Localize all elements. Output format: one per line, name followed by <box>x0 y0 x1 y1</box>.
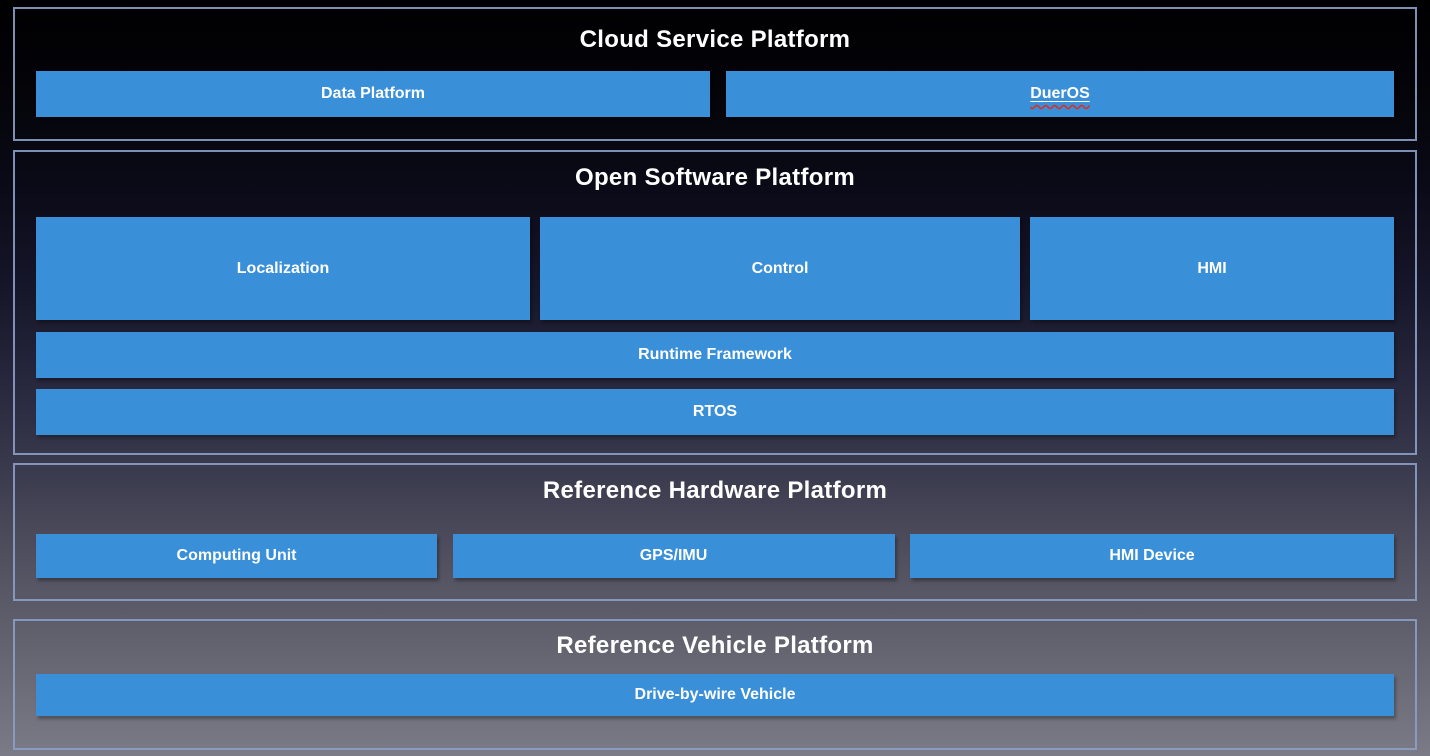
box-hmi-label: HMI <box>1197 259 1227 277</box>
box-localization: Localization <box>36 217 530 320</box>
box-data-platform: Data Platform <box>36 71 710 117</box>
box-control-label: Control <box>751 259 809 277</box>
box-hmi: HMI <box>1030 217 1394 320</box>
box-computing-unit-label: Computing Unit <box>176 547 297 564</box>
section-cloud-service-platform: Cloud Service Platform Data Platform Due… <box>13 7 1417 141</box>
box-hmi-device: HMI Device <box>910 534 1394 578</box>
box-data-platform-label: Data Platform <box>320 85 426 102</box>
box-hmi-device-label: HMI Device <box>1109 547 1195 564</box>
section-reference-vehicle-platform: Reference Vehicle Platform Drive-by-wire… <box>13 619 1417 750</box>
box-drive-by-wire-vehicle-label: Drive-by-wire Vehicle <box>634 686 796 703</box>
section-open-software-platform: Open Software Platform Localization Cont… <box>13 150 1417 455</box>
box-runtime-framework-label: Runtime Framework <box>638 346 792 363</box>
section-reference-hardware-platform: Reference Hardware Platform Computing Un… <box>13 463 1417 601</box>
software-boxes-row: Localization Control HMI <box>36 217 1394 320</box>
box-rtos-label: RTOS <box>692 403 738 420</box>
cloud-service-platform-title: Cloud Service Platform <box>579 26 851 53</box>
box-drive-by-wire-vehicle: Drive-by-wire Vehicle <box>36 674 1394 716</box>
box-control: Control <box>540 217 1020 320</box>
hardware-boxes-row: Computing Unit GPS/IMU HMI Device <box>36 534 1394 578</box>
box-runtime-framework: Runtime Framework <box>36 332 1394 378</box>
box-rtos: RTOS <box>36 389 1394 435</box>
box-dueros: DuerOS <box>726 71 1394 117</box>
open-software-platform-title: Open Software Platform <box>575 164 855 191</box>
box-dueros-label: DuerOS <box>1030 85 1090 102</box>
cloud-boxes-row: Data Platform DuerOS <box>36 71 1394 117</box>
reference-hardware-platform-title: Reference Hardware Platform <box>542 477 888 504</box>
box-gps-imu: GPS/IMU <box>452 534 895 578</box>
dueros-spellcheck-squiggle: DuerOS <box>1030 85 1090 103</box>
box-localization-label: Localization <box>236 259 330 277</box>
box-computing-unit: Computing Unit <box>36 534 437 578</box>
reference-vehicle-platform-title: Reference Vehicle Platform <box>556 632 874 659</box>
box-gps-imu-label: GPS/IMU <box>639 547 708 564</box>
